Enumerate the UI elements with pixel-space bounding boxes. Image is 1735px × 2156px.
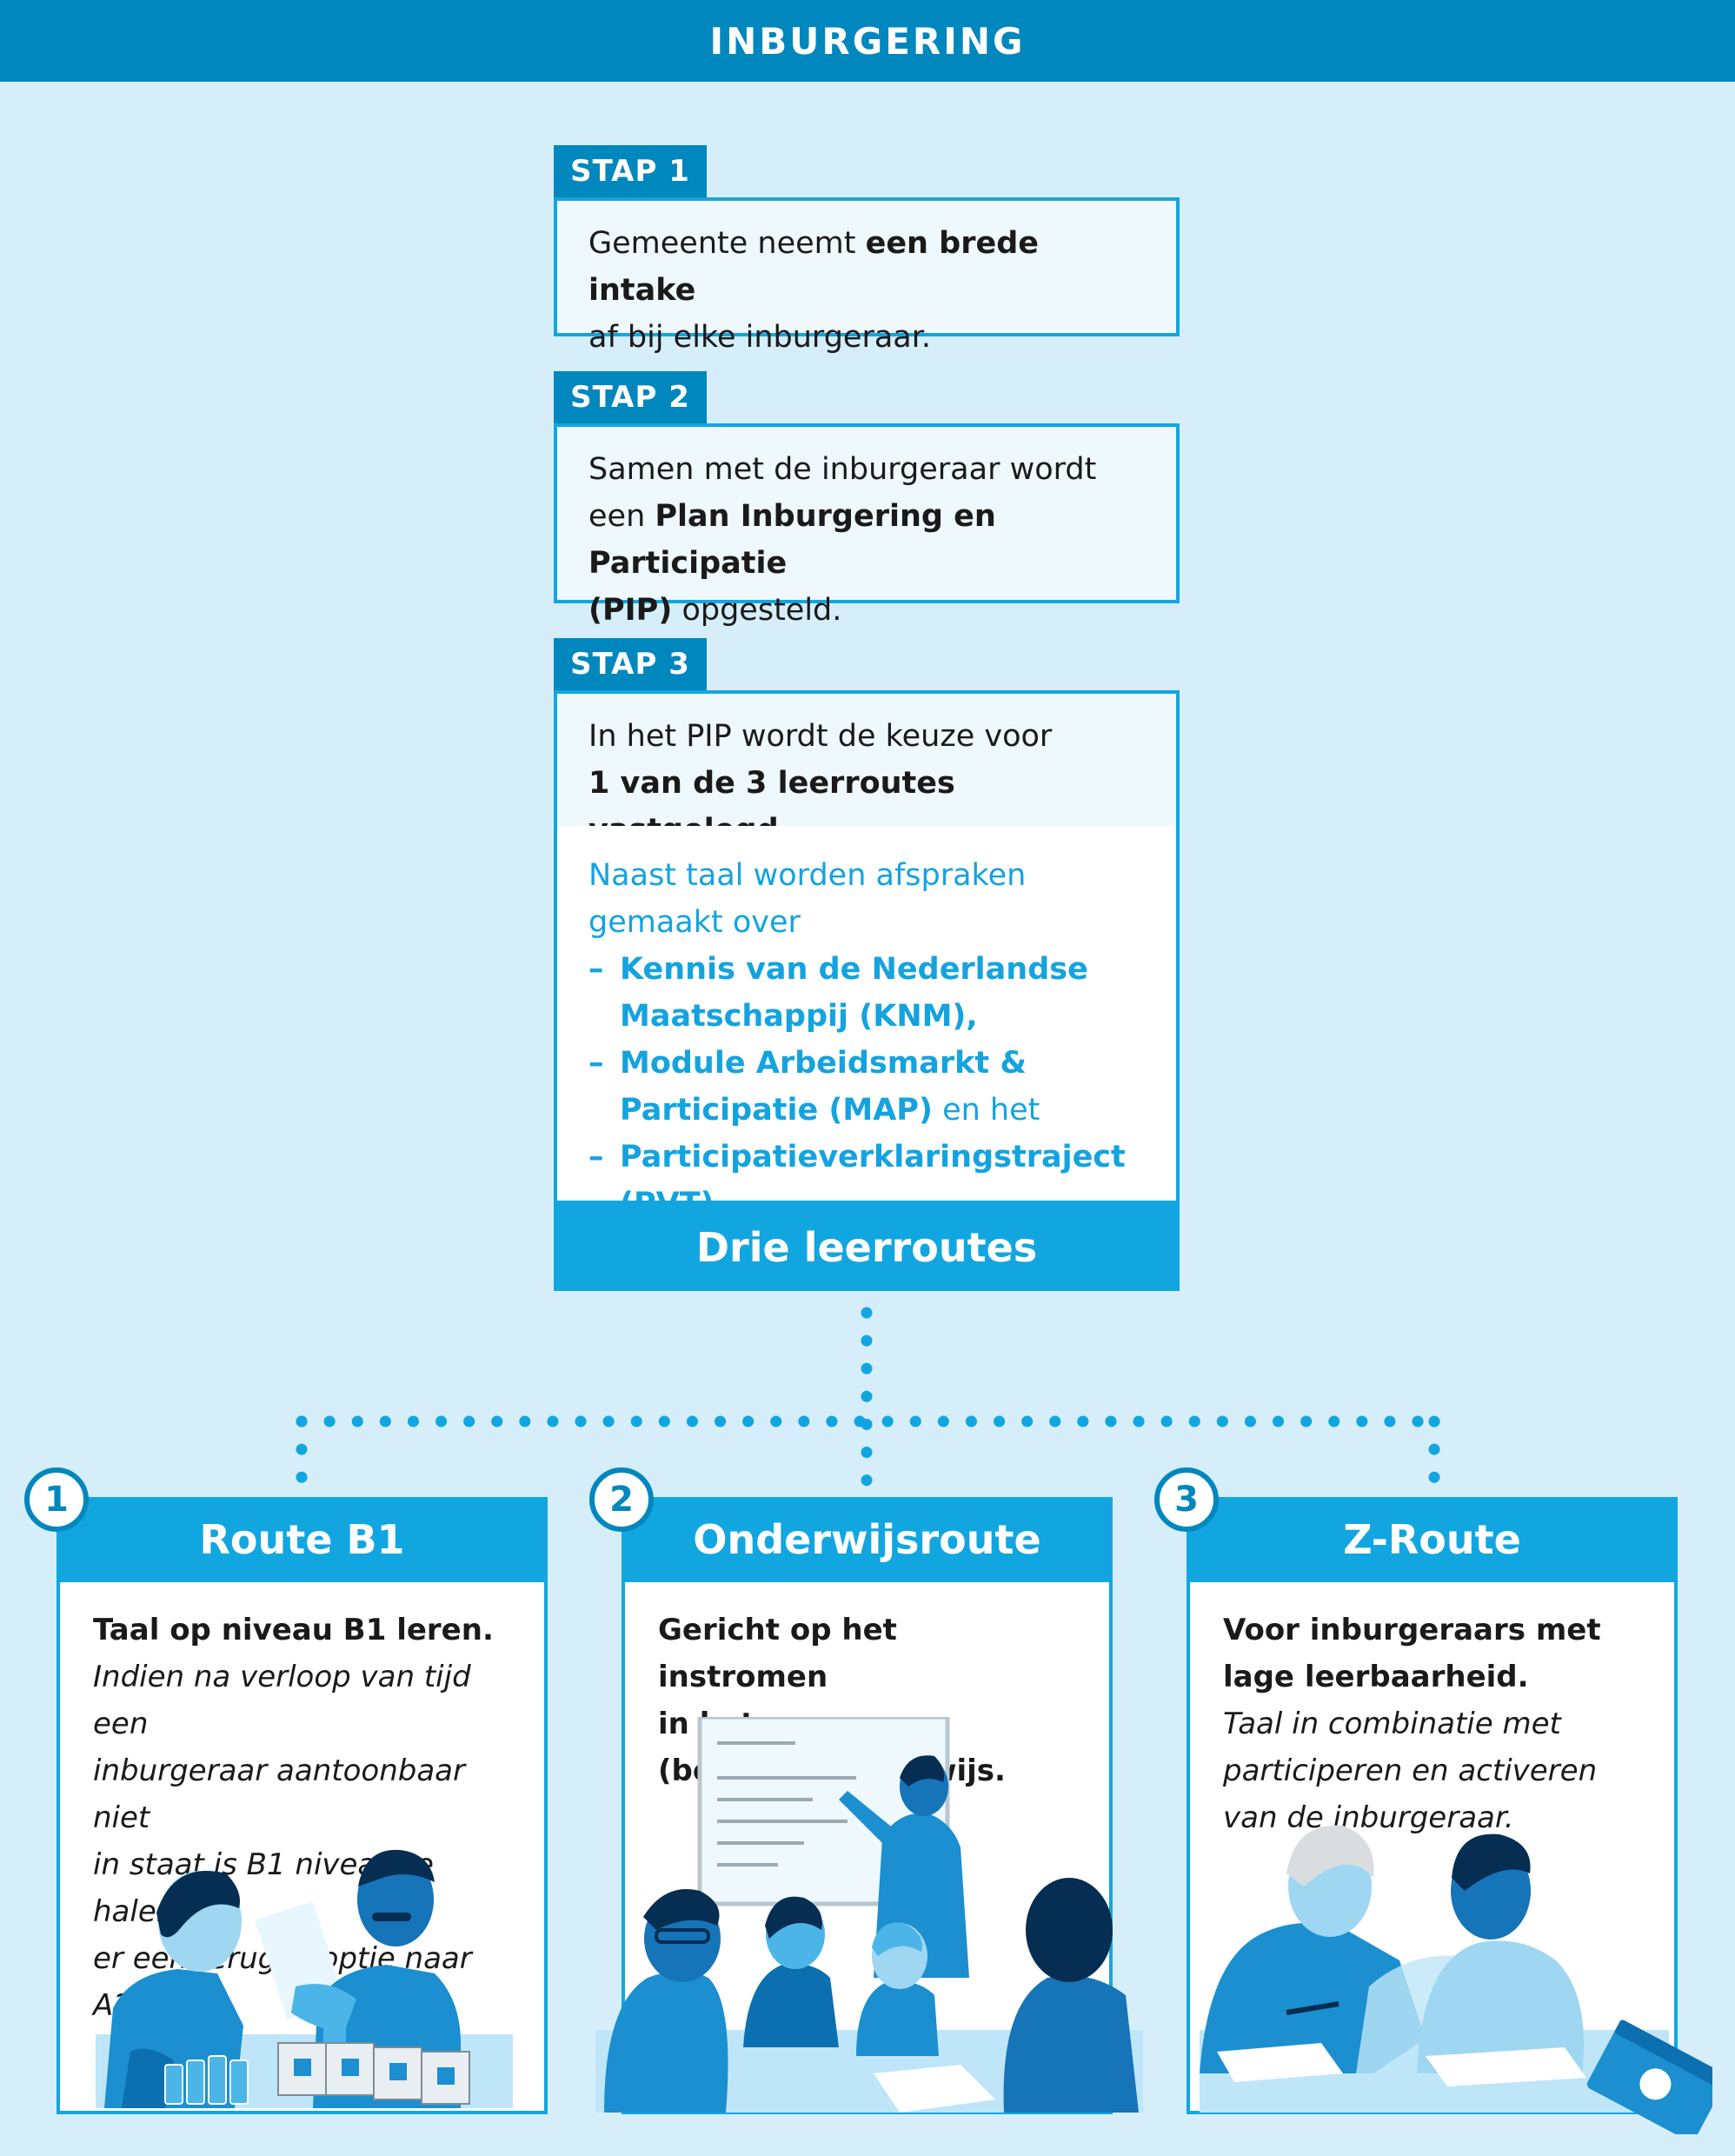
notes-item-label-2: Maatschappij (KNM),	[620, 999, 978, 1034]
route-2-title: Onderwijsroute	[622, 1497, 1113, 1582]
dash-icon: –	[588, 1140, 604, 1174]
dash-icon: –	[588, 952, 604, 987]
route-1-sub: inburgeraar aantoonbaar niet	[93, 1753, 465, 1835]
notes-item-label: Module Arbeidsmarkt &	[620, 1046, 1027, 1081]
route-1-body: Taal op niveau B1 leren. Indien na verlo…	[57, 1582, 548, 2114]
step-3-tab: STAP 3	[554, 638, 707, 690]
route-1-number-badge: 1	[24, 1467, 89, 1532]
route-3-sub: van de inburgeraar.	[1223, 1800, 1514, 1835]
routes-title: Drie leerroutes	[554, 1204, 1180, 1291]
step-1-bold: een brede intake	[588, 226, 1039, 308]
route-3-number-badge: 3	[1154, 1467, 1219, 1532]
route-3-sub: Taal in combinatie met	[1223, 1707, 1561, 1741]
lab-workers-illustration	[96, 1849, 513, 2108]
notes-intro: Naast taal worden afspraken	[588, 858, 1027, 893]
step-1-text-2: af bij elke inburgeraar.	[588, 320, 932, 355]
route-3-lead: lage leerbaarheid.	[1223, 1660, 1529, 1694]
route-3-title: Z-Route	[1187, 1497, 1678, 1582]
step-3-text: In het PIP wordt de keuze voor	[588, 719, 1053, 754]
dash-icon: –	[588, 1046, 604, 1081]
notes-item-label: Kennis van de Nederlandse	[620, 952, 1088, 987]
step-2-bold-2: (PIP)	[588, 593, 673, 628]
extra-agreements-box: Naast taal worden afspraken gemaakt over…	[554, 826, 1180, 1221]
step-2-box: Samen met de inburgeraar wordt een Plan …	[554, 423, 1180, 628]
route-1-title: Route B1	[57, 1497, 548, 1582]
notes-item: – Module Arbeidsmarkt & Participatie (MAP…	[588, 1040, 1145, 1134]
notes-intro-2: gemaakt over	[588, 905, 801, 940]
route-2-lead: Gericht op het instromen	[658, 1613, 897, 1694]
step-1-box: Gemeente neemt een brede intake af bij e…	[554, 197, 1180, 355]
step-1-text: Gemeente neemt	[588, 226, 866, 261]
step-1-tab: STAP 1	[554, 145, 707, 197]
route-3-lead: Voor inburgeraars met	[1223, 1613, 1601, 1647]
route-1-sub: Indien na verloop van tijd een	[93, 1660, 471, 1741]
notes-item-label-2: Participatie (MAP)	[620, 1093, 933, 1128]
classroom-illustration	[595, 1717, 1143, 2113]
book-study-illustration	[1200, 1825, 1712, 2134]
step-2-bold: Plan Inburgering en Participatie	[588, 499, 996, 581]
page-title: INBURGERING	[0, 0, 1735, 82]
notes-item-tail: en het	[932, 1093, 1040, 1128]
route-2-number-badge: 2	[589, 1467, 654, 1532]
step-2-text: Samen met de inburgeraar wordt	[588, 452, 1097, 487]
step-2-tab: STAP 2	[554, 371, 707, 423]
step-2-text-2: een	[588, 499, 655, 534]
route-3-sub: participeren en activeren	[1223, 1753, 1598, 1788]
step-2-text-3: opgesteld.	[672, 593, 842, 628]
route-1-lead: Taal op niveau B1 leren.	[93, 1613, 494, 1647]
